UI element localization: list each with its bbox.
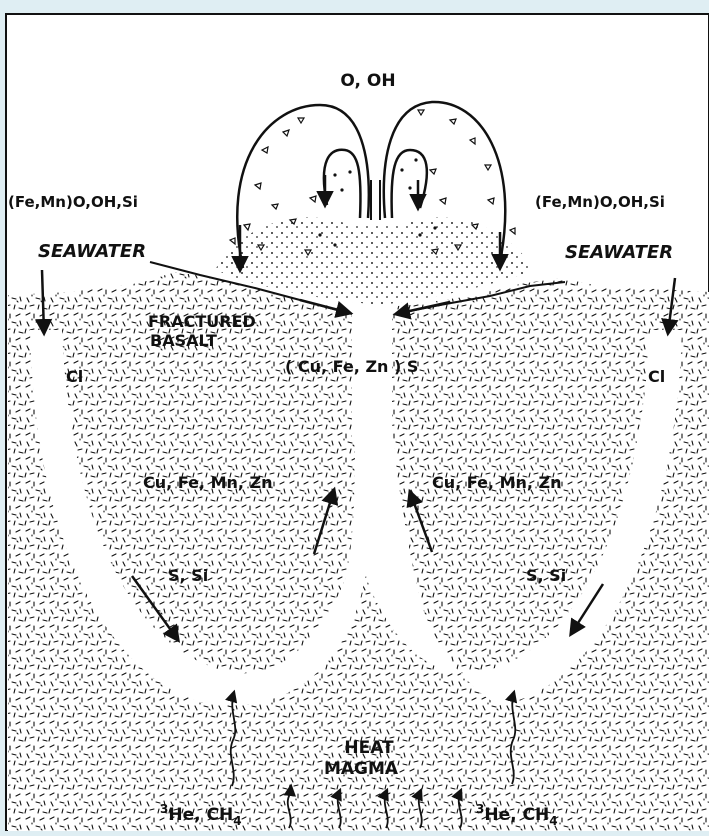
sulfides-label: ( Cu, Fe, Zn ) S	[285, 357, 418, 376]
seawater-left-label: SEAWATER	[38, 241, 146, 262]
vent-output-label: O, OH	[340, 71, 395, 91]
cl-right-label: Cl	[648, 367, 665, 386]
ssi-left-label: S, Si	[168, 566, 208, 585]
basalt-label: BASALT	[150, 331, 217, 350]
fractured-label: FRACTURED	[148, 312, 256, 331]
ssi-right-label: S, Si	[526, 566, 566, 585]
gas-left-label: 3He, CH4	[160, 802, 242, 828]
seawater-right-label: SEAWATER	[565, 242, 673, 263]
heat-label: HEAT	[344, 738, 394, 758]
precip-right-label: (Fe,Mn)O,OH,Si	[535, 193, 665, 211]
gas-right-label: 3He, CH4	[476, 802, 558, 828]
precip-left-label: (Fe,Mn)O,OH,Si	[8, 193, 138, 211]
magma-label: MAGMA	[324, 759, 399, 779]
metals-left-label: Cu, Fe, Mn, Zn	[143, 473, 273, 492]
metals-right-label: Cu, Fe, Mn, Zn	[432, 473, 562, 492]
cl-left-label: Cl	[66, 367, 83, 386]
